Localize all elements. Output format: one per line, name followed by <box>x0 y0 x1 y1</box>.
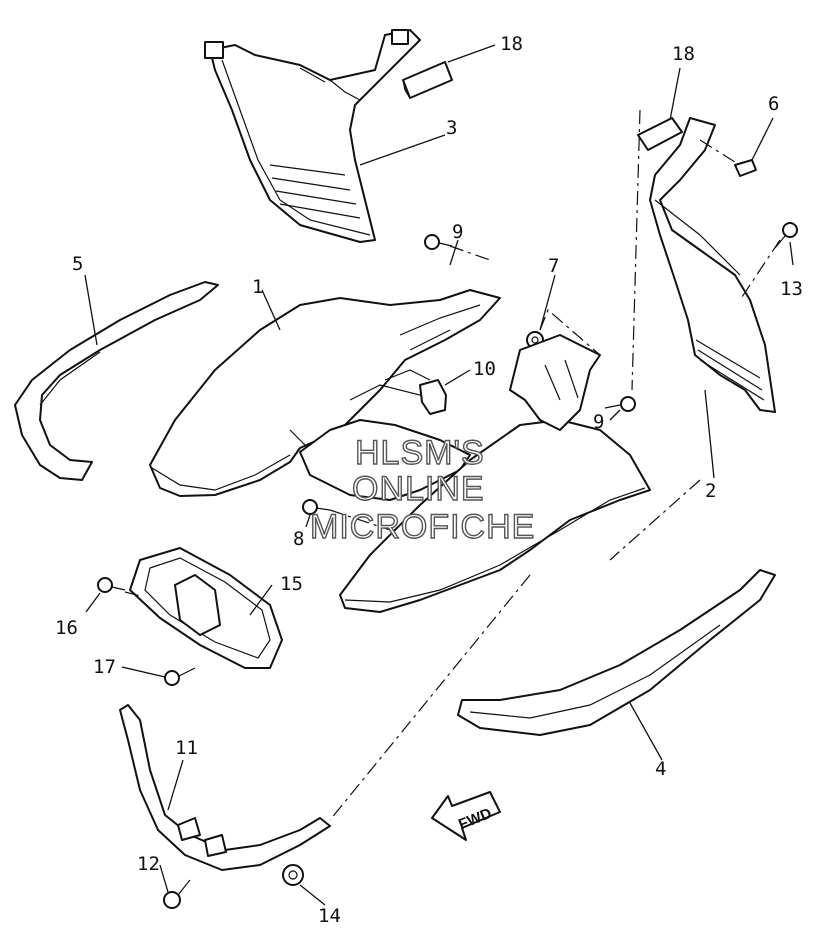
callout-12: 12 <box>137 853 160 875</box>
leader-lines <box>84 44 794 906</box>
rear-fender-body <box>339 334 651 613</box>
part-18-pad-right <box>637 117 683 151</box>
watermark-line-3: MICROFICHE <box>310 508 535 546</box>
part-6-collar <box>734 159 757 177</box>
callout-13: 13 <box>780 278 803 300</box>
callout-14: 14 <box>318 905 341 927</box>
callout-16: 16 <box>55 617 78 639</box>
watermark: HLSM'S ONLINE MICROFICHE <box>309 433 535 546</box>
callout-2: 2 <box>705 480 716 502</box>
assembly-lines <box>124 109 781 821</box>
part-16-bolt <box>97 577 126 593</box>
forward-direction-arrow-icon: FWD <box>431 791 501 841</box>
part-17-bolt <box>164 667 196 686</box>
watermark-line-2: ONLINE <box>352 470 485 508</box>
part-15-headlight-bracket <box>129 547 283 669</box>
callout-4: 4 <box>655 758 666 780</box>
part-11-stay <box>119 704 331 871</box>
callout-8: 8 <box>293 528 304 550</box>
callout-9-upper: 9 <box>452 221 463 243</box>
callout-11: 11 <box>175 737 198 759</box>
part-5-left-flap <box>14 281 219 481</box>
callout-10: 10 <box>473 358 496 380</box>
watermark-line-1: HLSM'S <box>355 434 485 472</box>
callout-17: 17 <box>93 656 116 678</box>
callout-5: 5 <box>72 253 83 275</box>
callout-6: 6 <box>768 93 779 115</box>
part-10-grommet <box>419 379 447 415</box>
part-9-screw-upper <box>424 234 453 250</box>
part-13-screw <box>774 222 798 249</box>
callout-9-lower: 9 <box>593 411 604 433</box>
part-9-screw-lower <box>604 396 636 412</box>
callout-15: 15 <box>280 573 303 595</box>
callout-18-left: 18 <box>500 33 523 55</box>
part-8-bolt <box>302 499 331 515</box>
callout-3: 3 <box>446 117 457 139</box>
callout-1: 1 <box>252 276 263 298</box>
callout-18-right: 18 <box>672 43 695 65</box>
part-3-left-side-cover <box>204 29 421 243</box>
part-14-nut <box>282 864 304 886</box>
part-12-bolt <box>163 879 191 909</box>
part-18-pad-left <box>402 61 453 99</box>
callout-7: 7 <box>548 255 559 277</box>
part-2-right-side-cover <box>649 117 776 413</box>
callout-labels: 18 18 6 3 5 1 9 7 10 13 9 2 8 15 16 17 1… <box>55 33 803 927</box>
part-4-right-flap <box>457 569 776 736</box>
